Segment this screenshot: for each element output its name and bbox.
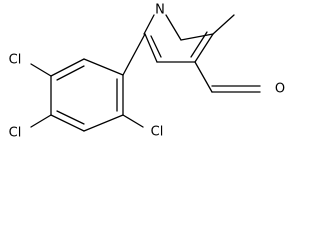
bond-a1-a2 [83,58,124,76]
bond-a5-a6 [83,114,124,132]
bond-c4-c5 [194,33,214,63]
bond-a4-cl [30,114,52,128]
bond-a4-a5-inner [56,110,85,125]
atom-label-cl-bottom-right: Cl [151,125,164,140]
atom-label-o: O [275,82,285,97]
molecule-diagram: N O Cl Cl Cl [8,2,286,141]
bond-c2-c3-inner [150,35,162,58]
bond-a6-cl [122,114,144,128]
bond-c2-c3 [144,33,158,63]
bond-methyl [212,14,235,35]
atom-label-cl-bottom-left: Cl [9,126,22,141]
bond-c4-cho [194,61,213,93]
bond-n-c6 [165,14,182,41]
bond-aryl-link [122,33,146,76]
atom-label-n: N [155,3,165,18]
structure-svg: N O Cl Cl Cl [9,3,285,141]
bond-a2-a3-inner [56,65,85,81]
atom-label-cl-top-left: Cl [9,53,22,68]
bond-a2-a3 [50,58,85,77]
bond-a4-a5 [50,114,85,132]
bond-n-c2 [143,14,155,35]
bond-a3-cl [30,63,52,77]
bond-c5-c6 [180,33,214,41]
